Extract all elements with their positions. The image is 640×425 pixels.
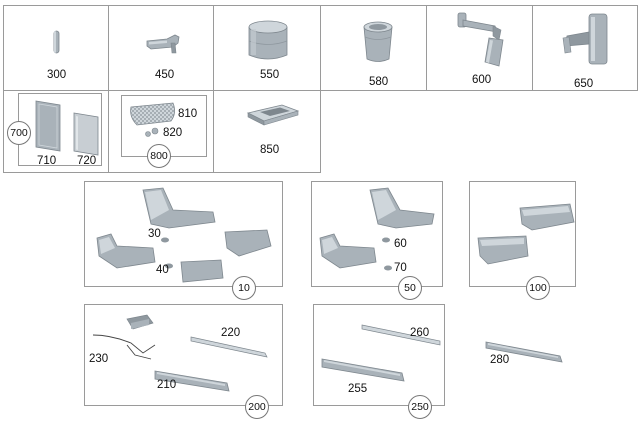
part-number-710: 710 (37, 155, 57, 167)
part-number-30: 30 (148, 228, 161, 240)
phone-vent-holder-icon (562, 13, 608, 65)
callout-700: 700 (7, 121, 31, 145)
part-number-850: 850 (260, 144, 280, 156)
part-number-550: 550 (260, 69, 280, 81)
phone-arm-mount-icon (457, 12, 504, 67)
part-cell-700[interactable]: 700 710 720 (3, 90, 109, 173)
part-280[interactable]: 280 (478, 330, 578, 380)
sill-kit-icon (321, 324, 441, 382)
part-number-810: 810 (178, 108, 198, 120)
part-number-40: 40 (156, 264, 169, 276)
part-number-60: 60 (394, 238, 407, 250)
sill-kit-icon (92, 314, 268, 392)
part-number-600: 600 (472, 74, 492, 86)
part-cell-600[interactable]: 600 (426, 5, 533, 91)
callout-50: 50 (398, 276, 422, 300)
part-number-210: 210 (157, 379, 177, 391)
rear-mat-set-icon (477, 203, 575, 265)
sill-set-200[interactable]: 220 230 210 200 (84, 304, 283, 419)
part-number-230: 230 (89, 353, 109, 365)
floor-mat-panel-icon (35, 100, 99, 156)
rod-clip-icon (53, 30, 60, 54)
part-number-70: 70 (394, 262, 407, 274)
cup-holder-icon (363, 21, 393, 62)
callout-800: 800 (147, 144, 171, 168)
part-cell-580[interactable]: 580 (320, 5, 427, 91)
part-cell-550[interactable]: 550 (213, 5, 321, 91)
mat-set-100[interactable]: 100 (469, 181, 576, 300)
part-number-260: 260 (410, 327, 430, 339)
part-cell-850[interactable]: 850 (213, 90, 321, 173)
part-cell-450[interactable]: 450 (108, 5, 214, 91)
part-number-300: 300 (47, 69, 67, 81)
storage-tray-icon (246, 104, 300, 126)
part-cell-300[interactable]: 300 (3, 5, 109, 91)
part-number-720: 720 (77, 155, 97, 167)
sill-set-250[interactable]: 260 255 250 (313, 304, 445, 419)
part-number-255: 255 (348, 383, 368, 395)
floor-mat-set-icon (96, 187, 272, 283)
callout-100: 100 (526, 276, 550, 300)
callout-200: 200 (245, 395, 269, 419)
callout-10: 10 (232, 276, 256, 300)
floor-mat-set-icon (319, 187, 435, 271)
part-number-280: 280 (490, 354, 510, 366)
part-cell-650[interactable]: 650 (532, 5, 638, 91)
mat-set-10[interactable]: 30 40 10 (84, 181, 283, 300)
mat-set-50[interactable]: 60 70 50 (311, 181, 443, 300)
bracket-icon (146, 34, 180, 54)
cylinder-container-icon (248, 20, 288, 60)
part-number-220: 220 (221, 327, 241, 339)
part-cell-800[interactable]: 810 820 800 (108, 90, 214, 173)
sill-plate-icon (485, 341, 563, 363)
part-number-450: 450 (155, 69, 175, 81)
cargo-net-icon (130, 102, 175, 137)
part-number-650: 650 (574, 78, 594, 90)
callout-250: 250 (408, 395, 432, 419)
part-number-820: 820 (163, 127, 183, 139)
part-number-580: 580 (369, 76, 389, 88)
